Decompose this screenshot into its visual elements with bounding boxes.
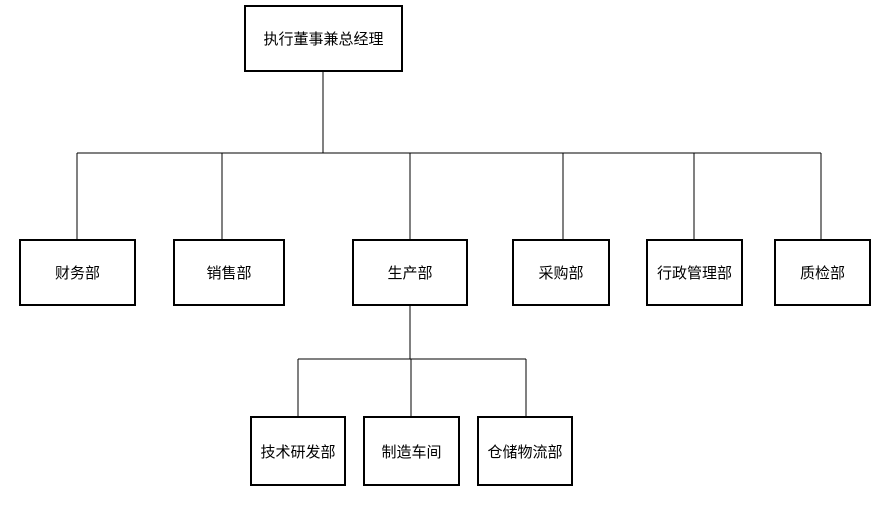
org-node-quality: 质检部 xyxy=(774,239,871,306)
org-node-rnd: 技术研发部 xyxy=(250,416,346,486)
org-node-label: 技术研发部 xyxy=(260,443,336,461)
org-node-label: 财务部 xyxy=(54,265,100,282)
org-node-root: 执行董事兼总经理 xyxy=(244,5,403,72)
org-node-workshop: 制造车间 xyxy=(363,416,460,486)
org-node-label: 生产部 xyxy=(387,265,433,282)
org-node-label: 制造车间 xyxy=(381,443,442,461)
org-node-label: 执行董事兼总经理 xyxy=(263,31,384,48)
org-node-sales: 销售部 xyxy=(173,239,285,306)
org-node-production: 生产部 xyxy=(352,239,468,306)
org-node-procurement: 采购部 xyxy=(512,239,610,306)
org-node-admin: 行政管理部 xyxy=(646,239,743,306)
org-node-logistics: 仓储物流部 xyxy=(477,416,573,486)
org-node-label: 仓储物流部 xyxy=(487,443,563,461)
org-node-label: 采购部 xyxy=(538,265,584,282)
org-node-label: 行政管理部 xyxy=(656,265,732,282)
org-node-finance: 财务部 xyxy=(19,239,136,306)
org-node-label: 销售部 xyxy=(206,265,252,282)
org-node-label: 质检部 xyxy=(799,265,845,282)
